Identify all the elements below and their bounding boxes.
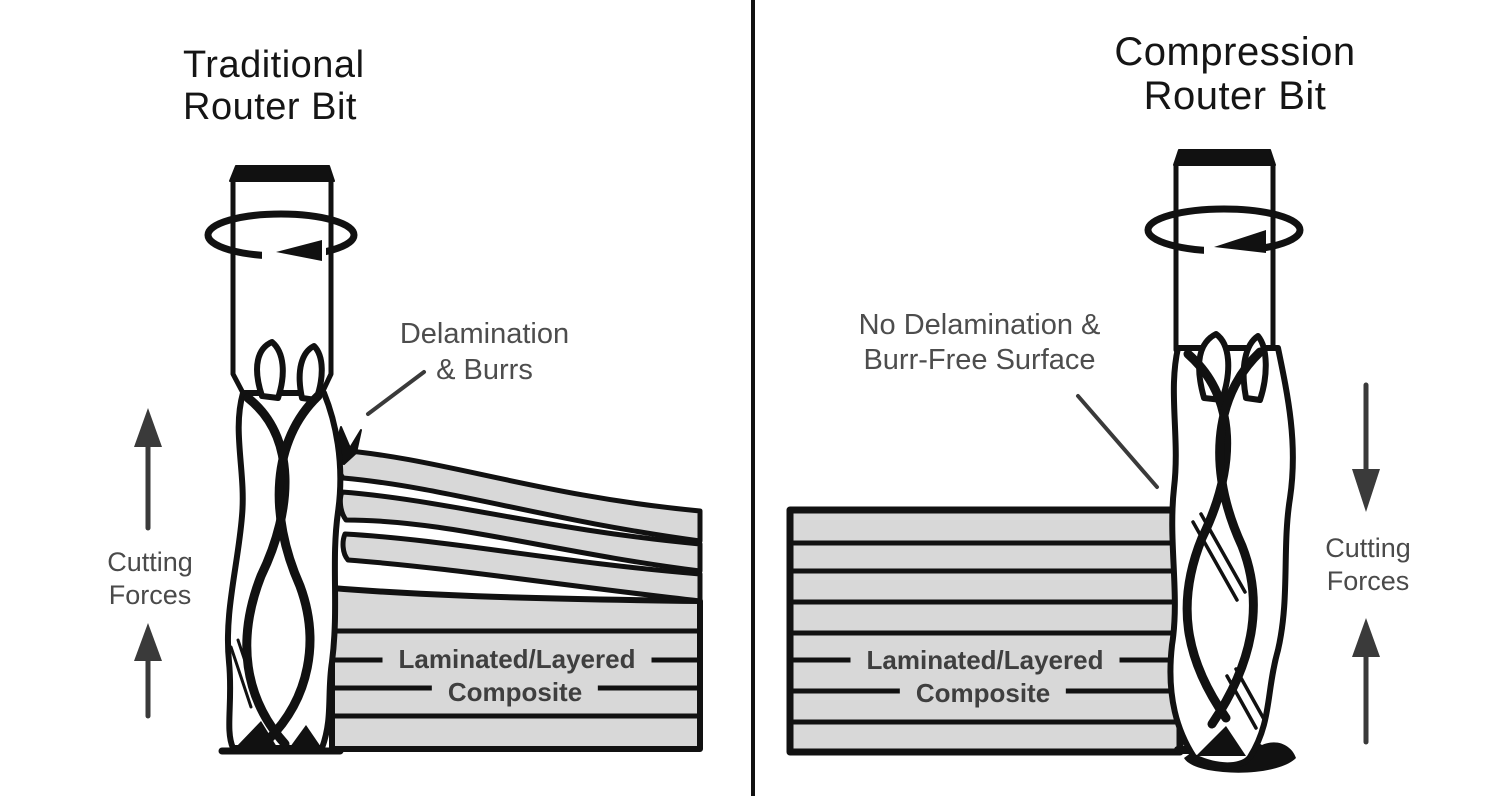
left-shank-cap xyxy=(229,165,335,182)
panel-divider xyxy=(751,0,755,796)
left-title-line1: Traditional xyxy=(183,44,365,86)
right-rotation-arrow-icon xyxy=(1144,205,1304,260)
right-panel-title: Compression Router Bit xyxy=(1060,30,1410,118)
left-force-up-arrow-bottom xyxy=(134,623,162,719)
right-cutting-forces-label: Cutting Forces xyxy=(1310,532,1426,598)
right-callout-pointer-line xyxy=(1076,394,1159,489)
right-force-up-arrow-bottom xyxy=(1352,618,1380,745)
left-forces-line2: Forces xyxy=(108,580,192,610)
right-title-line1: Compression xyxy=(1114,30,1356,74)
right-bit-flutes xyxy=(1167,331,1296,769)
right-material-label-line2: Composite xyxy=(899,678,1067,708)
left-delamination-callout: Delamination & Burrs xyxy=(382,316,587,388)
right-shank-cap xyxy=(1173,149,1276,166)
right-no-delamination-callout: No Delamination & Burr-Free Surface xyxy=(822,308,1137,378)
left-panel-title: Traditional Router Bit xyxy=(183,44,365,128)
right-force-down-arrow-top xyxy=(1352,382,1380,512)
right-material-label-line1: Laminated/Layered xyxy=(850,645,1120,675)
left-material-label-line1: Laminated/Layered xyxy=(382,644,652,674)
right-material-block xyxy=(786,506,1184,756)
left-forces-line1: Cutting xyxy=(107,547,193,577)
left-rotation-arrow-icon xyxy=(204,210,358,265)
right-title-line2: Router Bit xyxy=(1143,74,1327,118)
left-diagram xyxy=(134,165,703,755)
left-delaminated-layers xyxy=(334,447,703,604)
left-callout-pointer-line xyxy=(366,370,426,416)
left-force-up-arrow-top xyxy=(134,408,162,531)
right-callout-line2: Burr-Free Surface xyxy=(863,344,1096,376)
left-title-line2: Router Bit xyxy=(183,86,357,128)
left-cutting-forces-label: Cutting Forces xyxy=(92,546,208,612)
left-callout-line1: Delamination xyxy=(399,318,570,350)
right-forces-line2: Forces xyxy=(1326,566,1410,596)
left-material-label-line2: Composite xyxy=(431,677,599,707)
left-bit-flutes xyxy=(224,339,344,751)
right-diagram xyxy=(786,149,1380,773)
right-callout-line1: No Delamination & xyxy=(858,309,1101,341)
right-forces-line1: Cutting xyxy=(1325,533,1411,563)
left-callout-line2: & Burrs xyxy=(436,354,533,386)
